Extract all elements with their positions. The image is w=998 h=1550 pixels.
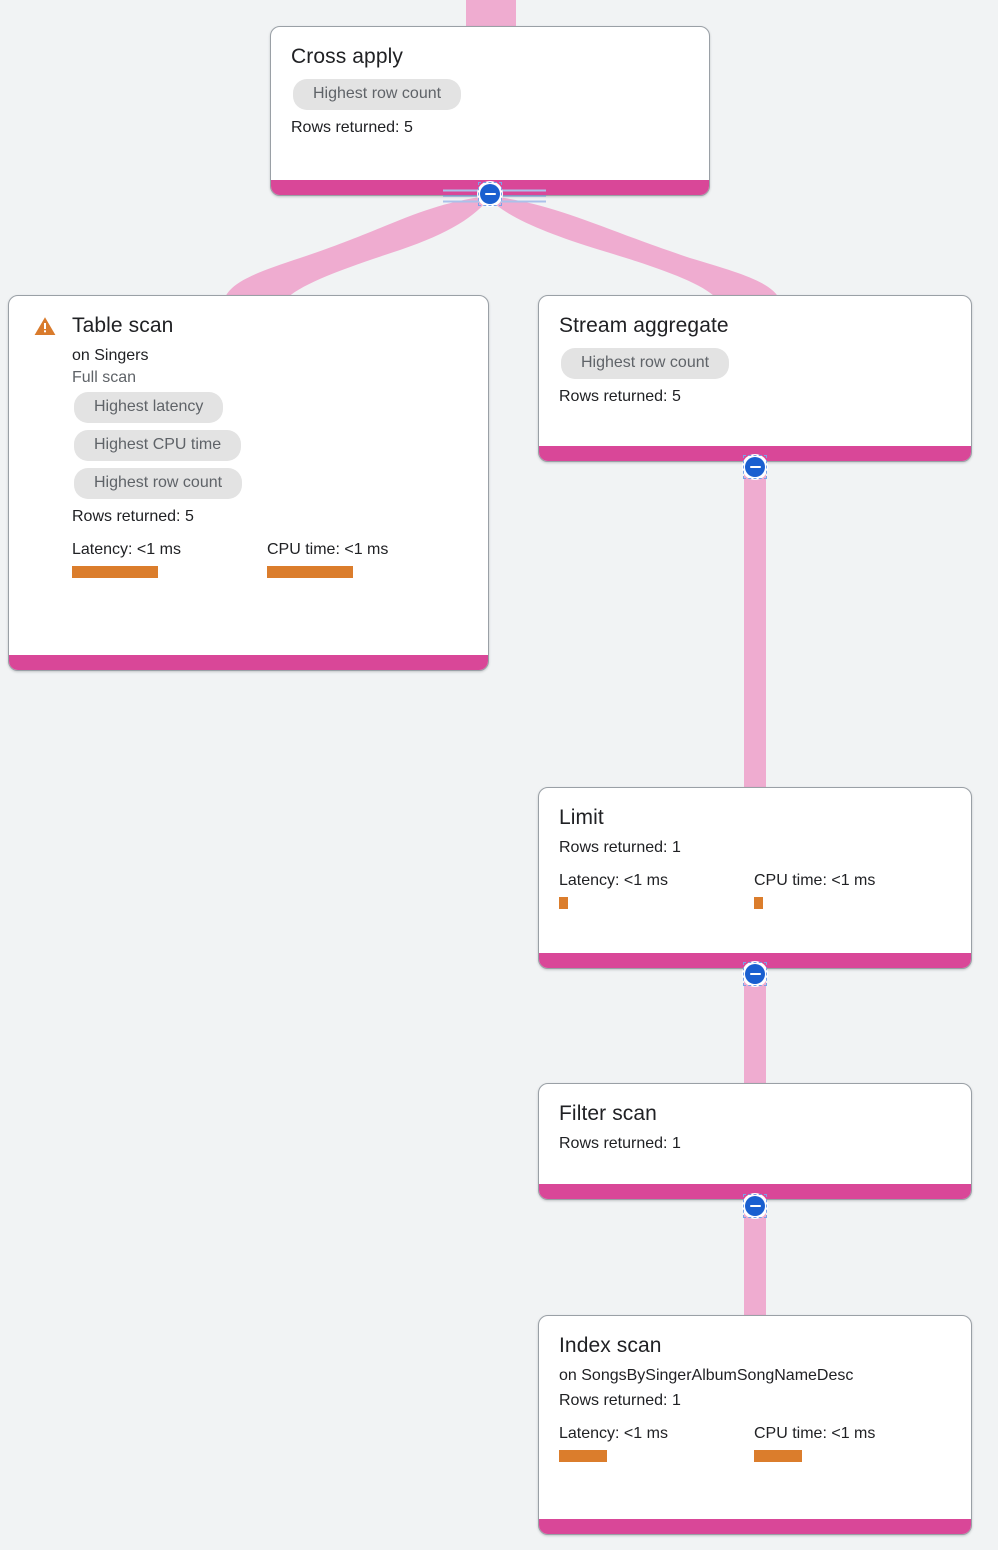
badge-highest-row-count: Highest row count (561, 348, 730, 379)
badge-highest-row-count: Highest row count (293, 79, 462, 110)
connector-line (443, 189, 489, 191)
metric-bar-track (559, 1450, 754, 1462)
collapse-button-cross-apply[interactable] (477, 181, 503, 207)
connector-line (500, 200, 546, 202)
node-subtitle: on SongsBySingerAlbumSongNameDesc (559, 1367, 854, 1384)
node-title: Table scan (72, 314, 174, 337)
connector-line (443, 195, 489, 197)
metric-bar (72, 566, 158, 578)
rows-returned: Rows returned: 1 (559, 839, 681, 856)
metric-latency: Latency: <1 ms (72, 540, 267, 578)
metric-label: Latency: <1 ms (559, 872, 668, 889)
metric-bar-track (559, 897, 754, 909)
collapse-button-stream-aggregate[interactable] (742, 454, 768, 480)
node-index-scan-body: Index scan on SongsBySingerAlbumSongName… (539, 1316, 971, 1478)
rows-returned: Rows returned: 1 (559, 1135, 681, 1152)
warning-triangle-icon (34, 317, 56, 335)
metric-label: CPU time: <1 ms (754, 1425, 876, 1442)
node-stream-aggregate-body: Stream aggregate Highest row count Rows … (539, 296, 971, 424)
node-cross-apply-body: Cross apply Highest row count Rows retur… (271, 27, 709, 155)
badge-highest-latency: Highest latency (74, 392, 224, 423)
node-footer-bar (9, 655, 488, 670)
metric-bar-track (754, 1450, 949, 1462)
metric-bar (267, 566, 353, 578)
node-scan-type: Full scan (72, 369, 137, 386)
node-limit-body: Limit Rows returned: 1 Latency: <1 ms CP… (539, 788, 971, 925)
node-title: Cross apply (291, 45, 403, 68)
collapse-button-filter-scan[interactable] (742, 1193, 768, 1219)
node-title: Index scan (559, 1334, 662, 1357)
minus-circle-icon (745, 1196, 765, 1216)
node-table-scan[interactable]: Table scan on Singers Full scan Highest … (8, 295, 489, 671)
minus-circle-icon (480, 184, 500, 204)
metric-latency: Latency: <1 ms (559, 871, 754, 909)
node-cross-apply[interactable]: Cross apply Highest row count Rows retur… (270, 26, 710, 196)
node-title: Stream aggregate (559, 314, 729, 337)
node-footer-bar (539, 1519, 971, 1534)
metric-bar (559, 1450, 607, 1462)
node-limit[interactable]: Limit Rows returned: 1 Latency: <1 ms CP… (538, 787, 972, 969)
connector-line (500, 189, 546, 191)
rows-returned: Rows returned: 1 (559, 1392, 681, 1409)
rows-returned: Rows returned: 5 (72, 508, 194, 525)
node-stream-aggregate[interactable]: Stream aggregate Highest row count Rows … (538, 295, 972, 462)
node-footer-bar (539, 953, 971, 968)
metrics-row: Latency: <1 ms CPU time: <1 ms (559, 871, 951, 909)
badge-list: Highest latency (72, 389, 468, 427)
edge-crossapply-to-streamaggregate (488, 196, 780, 300)
metric-bar (559, 897, 568, 909)
metric-label: CPU time: <1 ms (267, 541, 389, 558)
rows-returned: Rows returned: 5 (559, 388, 681, 405)
node-title: Filter scan (559, 1102, 657, 1125)
node-filter-scan-body: Filter scan Rows returned: 1 (539, 1084, 971, 1171)
metric-cpu-time: CPU time: <1 ms (754, 1424, 949, 1462)
collapse-button-limit[interactable] (742, 961, 768, 987)
metric-cpu-time: CPU time: <1 ms (267, 540, 462, 578)
minus-circle-icon (745, 964, 765, 984)
metric-bar-track (267, 566, 462, 578)
edge-crossapply-to-tablescan (224, 196, 490, 300)
metrics-row: Latency: <1 ms CPU time: <1 ms (559, 1424, 951, 1462)
rows-returned: Rows returned: 5 (291, 119, 413, 136)
metrics-row: Latency: <1 ms CPU time: <1 ms (72, 540, 468, 578)
metric-bar-track (72, 566, 267, 578)
node-title: Limit (559, 806, 604, 829)
badge-highest-row-count: Highest row count (74, 468, 243, 499)
node-subtitle: on Singers (72, 347, 149, 364)
collapse-connector-lines-right (500, 186, 546, 203)
metric-bar (754, 897, 763, 909)
node-filter-scan[interactable]: Filter scan Rows returned: 1 (538, 1083, 972, 1200)
edge-streamaggregate-to-limit (744, 462, 766, 789)
metric-latency: Latency: <1 ms (559, 1424, 754, 1462)
minus-circle-icon (745, 457, 765, 477)
node-table-scan-body: Table scan on Singers Full scan Highest … (9, 296, 488, 594)
badge-highest-cpu-time: Highest CPU time (74, 430, 242, 461)
metric-cpu-time: CPU time: <1 ms (754, 871, 949, 909)
node-footer-bar (539, 446, 971, 461)
metric-label: CPU time: <1 ms (754, 872, 876, 889)
metric-bar (754, 1450, 802, 1462)
badge-list: Highest CPU time (72, 427, 468, 465)
badge-list: Highest row count (72, 465, 468, 503)
metric-label: Latency: <1 ms (559, 1425, 668, 1442)
connector-line (500, 195, 546, 197)
metric-bar-track (754, 897, 949, 909)
node-footer-bar (539, 1184, 971, 1199)
metric-label: Latency: <1 ms (72, 541, 181, 558)
node-index-scan[interactable]: Index scan on SongsBySingerAlbumSongName… (538, 1315, 972, 1535)
